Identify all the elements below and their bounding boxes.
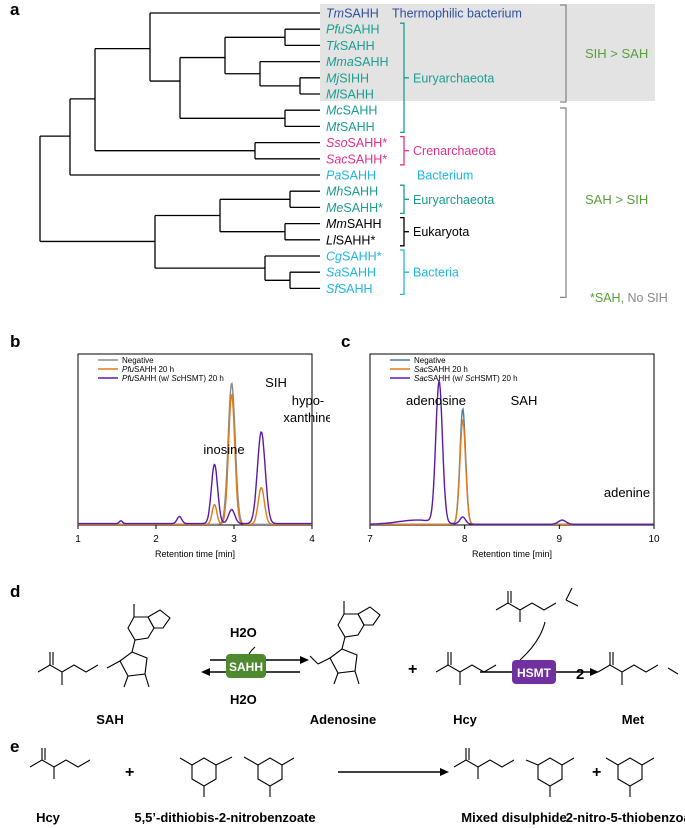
x-axis-label: Retention time [min] xyxy=(155,549,235,559)
leaf-label: SsoSAHH* xyxy=(326,136,387,150)
peak-annotation: inosine xyxy=(203,442,244,457)
group-label: Euryarchaeota xyxy=(413,71,494,85)
chromatogram-trace xyxy=(78,381,312,525)
hsmt-enzyme-box xyxy=(512,660,556,684)
panel-letter-d: d xyxy=(10,582,21,601)
reaction-scheme-e: + + Hcy 5,5’-dithiobis-2-nitrobenzoate M… xyxy=(29,748,685,825)
peak-annotation: hypo- xyxy=(292,393,325,408)
leaf-label: MmSAHH xyxy=(326,217,382,231)
peak-annotation: adenine xyxy=(604,485,650,500)
met-name: Met xyxy=(622,712,645,727)
peak-annotation: xanthine xyxy=(283,410,330,425)
sah-name: SAH xyxy=(96,712,123,727)
x-axis-label: Retention time [min] xyxy=(472,549,552,559)
reaction-scheme-d: SAHH HSMT H2O H2O + 2 SAH Adenosine Hcy … xyxy=(37,587,679,727)
taxon-group-brackets: Thermophilic bacteriumEuryarchaeotaCrena… xyxy=(392,7,522,296)
footnote: *SAH, No SIH xyxy=(590,291,668,305)
hcy-structure-e xyxy=(29,748,91,779)
peak-annotation: SAH xyxy=(511,393,538,408)
x-tick-label: 9 xyxy=(557,534,563,545)
group-label: Bacteria xyxy=(413,266,459,280)
peak-annotation: SIH xyxy=(265,375,287,390)
x-tick-label: 10 xyxy=(648,534,660,545)
chromatogram-trace xyxy=(370,418,654,525)
met-structure xyxy=(597,652,679,685)
leaf-label: MeSAHH* xyxy=(326,201,383,215)
x-tick-label: 7 xyxy=(367,534,373,545)
mixed-disulphide-name: Mixed disulphide xyxy=(461,810,566,825)
legend-entry: Negative xyxy=(414,356,446,365)
leaf-label: MmaSAHH xyxy=(326,55,389,69)
leaf-label: LlSAHH* xyxy=(326,233,375,247)
phylogenetic-tree: TmSAHH PfuSAHH TkSAHH MmaSAHH MjSIHH MlSAHH Mc… xyxy=(39,4,668,305)
panel-letter-e: e xyxy=(10,737,20,756)
preference-label: SIH > SAH xyxy=(585,46,648,61)
plus-e-2: + xyxy=(592,764,601,781)
plus-e-1: + xyxy=(125,764,134,781)
leaf-label: McSAHH xyxy=(326,104,377,118)
peak-annotation: adenosine xyxy=(406,393,466,408)
adenosine-name: Adenosine xyxy=(310,712,376,727)
legend-entry: Negative xyxy=(122,356,154,365)
x-tick-label: 4 xyxy=(309,534,315,545)
leaf-label: SaSAHH xyxy=(326,266,376,280)
legend-entry: PfuSAHH 20 h xyxy=(122,365,174,374)
plus-d: + xyxy=(408,661,417,678)
leaf-label: CgSAHH* xyxy=(326,250,382,264)
sahh-enzyme-box xyxy=(226,654,266,678)
legend-entry: SacSAHH 20 h xyxy=(414,365,468,374)
group-label: Bacterium xyxy=(417,169,473,183)
leaf-label: PaSAHH xyxy=(326,169,376,183)
tree-branches xyxy=(39,12,320,290)
panel-letter-a: a xyxy=(10,0,20,19)
sah-structure xyxy=(37,604,171,688)
preference-brackets: SIH > SAH SAH > SIH xyxy=(560,4,648,299)
leaf-label: MlSAHH xyxy=(326,88,374,102)
x-tick-label: 1 xyxy=(75,534,81,545)
water-bottom: H2O xyxy=(230,692,257,707)
legend-entry: SacSAHH (w/ ScHSMT) 20 h xyxy=(414,374,518,383)
chromatogram-trace xyxy=(370,379,654,525)
water-top: H2O xyxy=(230,625,257,640)
sam-structure xyxy=(495,587,579,622)
dtnb-structure xyxy=(179,756,295,797)
adenosine-structure xyxy=(309,601,381,685)
x-tick-label: 3 xyxy=(231,534,237,545)
leaf-label: PfuSAHH xyxy=(326,23,380,37)
chromatogram-trace xyxy=(78,431,312,525)
hcy-name-e: Hcy xyxy=(36,810,61,825)
x-tick-label: 2 xyxy=(153,534,159,545)
chromatogram-trace xyxy=(78,393,312,525)
group-label: Crenarchaeota xyxy=(413,144,496,158)
x-tick-label: 8 xyxy=(462,534,468,545)
mixed-disulphide-structure xyxy=(453,748,575,797)
leaf-label: MhSAHH xyxy=(326,185,378,199)
hcy-name: Hcy xyxy=(453,712,478,727)
legend-entry: PfuSAHH (w/ ScHSMT) 20 h xyxy=(122,374,224,383)
group-label: Eukaryota xyxy=(413,225,469,239)
leaf-label: TmSAHH xyxy=(326,7,379,21)
group-label: Euryarchaeota xyxy=(413,193,494,207)
sahh-label: SAHH xyxy=(229,660,263,674)
group-label: Thermophilic bacterium xyxy=(392,7,522,21)
leaf-label: MtSAHH xyxy=(326,120,375,134)
panel-letter-c: c xyxy=(341,332,351,351)
panel-letter-b: b xyxy=(10,332,21,351)
coefficient-two: 2 xyxy=(576,666,584,683)
grey-shaded-region xyxy=(320,4,655,101)
chromatogram-trace xyxy=(370,406,654,525)
preference-label: SAH > SIH xyxy=(585,192,648,207)
hcy-structure xyxy=(435,652,497,685)
leaf-label: SacSAHH* xyxy=(326,152,387,166)
leaf-label: MjSIHH xyxy=(326,71,369,85)
hsmt-label: HSMT xyxy=(517,666,552,680)
tnb-name: 2-nitro-5-thiobenzoate xyxy=(566,810,685,825)
leaf-label: TkSAHH xyxy=(326,39,375,53)
tree-leaf-labels: TmSAHH PfuSAHH TkSAHH MmaSAHH MjSIHH MlSAHH Mc… xyxy=(326,7,389,296)
leaf-label: SfSAHH xyxy=(326,282,373,296)
tnb-structure xyxy=(605,757,655,797)
dtnb-name: 5,5’-dithiobis-2-nitrobenzoate xyxy=(134,810,315,825)
